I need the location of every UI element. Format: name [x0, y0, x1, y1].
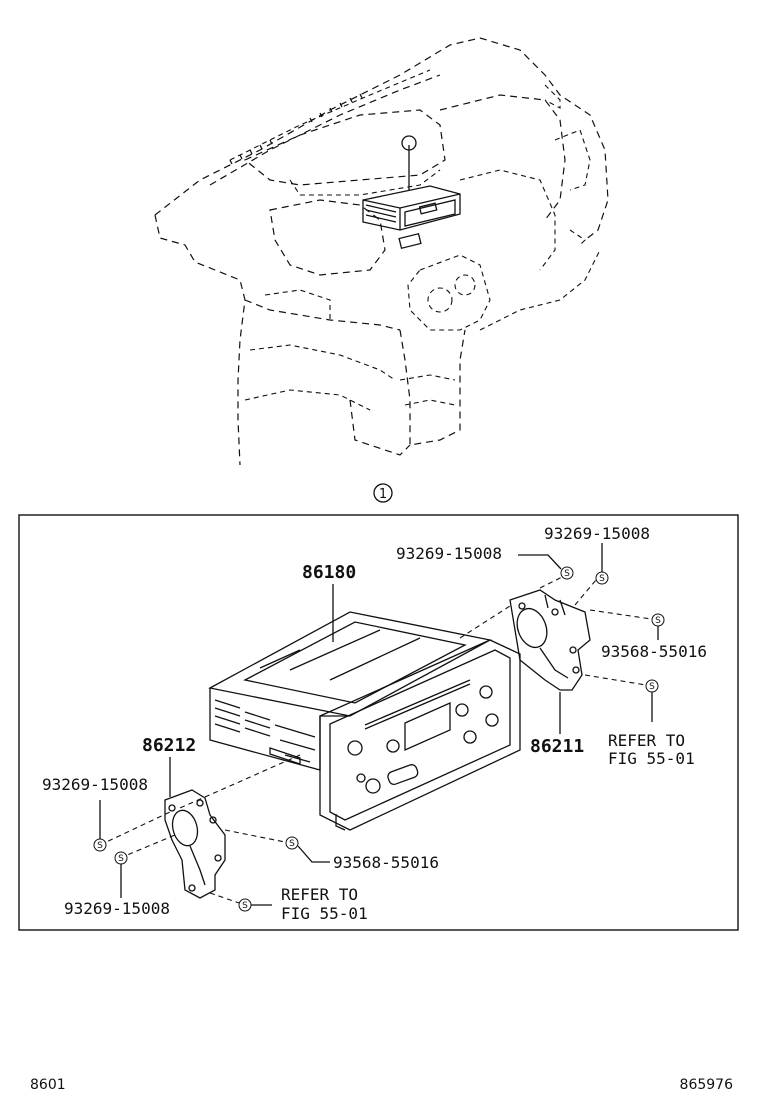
- callout-number: 1: [379, 487, 387, 502]
- detail-frame: [18, 514, 739, 931]
- part-labels: 86180 86211 86212 93269-15008 93269-1500…: [42, 524, 707, 923]
- refer-left-line1: REFER TO: [281, 885, 358, 904]
- footer-illustration-id: 865976: [680, 1077, 734, 1093]
- svg-text:S: S: [649, 682, 655, 692]
- dashboard-overview: [154, 37, 609, 466]
- refer-right-line1: REFER TO: [608, 731, 685, 750]
- svg-text:S: S: [97, 841, 103, 851]
- footer-figure-code: 8601: [30, 1077, 66, 1093]
- label-93269-15008-top-left: 93269-15008: [396, 544, 502, 563]
- label-86211: 86211: [530, 736, 584, 757]
- svg-text:S: S: [118, 854, 124, 864]
- screw-icon: S: [285, 836, 299, 850]
- screw-icon: S: [595, 571, 609, 585]
- label-93269-15008-top-right: 93269-15008: [544, 524, 650, 543]
- label-93568-55016-center: 93568-55016: [333, 853, 439, 872]
- label-93568-55016-right: 93568-55016: [601, 642, 707, 661]
- screw-icon: S: [560, 566, 574, 580]
- svg-text:S: S: [655, 616, 661, 626]
- callout-marker: 1: [373, 483, 393, 503]
- bracket-right-drawing: [509, 589, 591, 691]
- label-93269-15008-left-lower: 93269-15008: [64, 899, 170, 918]
- svg-text:S: S: [242, 901, 248, 911]
- label-93269-15008-left-upper: 93269-15008: [42, 775, 148, 794]
- audio-unit-drawing: [208, 611, 521, 831]
- leader-lines: [99, 543, 659, 906]
- vent-pattern: [214, 699, 316, 763]
- screw-icon: S: [114, 851, 128, 865]
- svg-text:S: S: [599, 574, 605, 584]
- svg-text:S: S: [564, 569, 570, 579]
- screw-symbols: S S S S S S S S: [93, 566, 665, 912]
- screw-icon: S: [93, 838, 107, 852]
- screw-icon: S: [651, 613, 665, 627]
- refer-right-line2: FIG 55-01: [608, 749, 695, 768]
- screw-icon: S: [645, 679, 659, 693]
- label-86212: 86212: [142, 735, 196, 756]
- svg-text:S: S: [289, 839, 295, 849]
- audio-unit-in-dash: [362, 185, 461, 250]
- refer-left-line2: FIG 55-01: [281, 904, 368, 923]
- bracket-left-drawing: [164, 789, 226, 899]
- label-86180: 86180: [302, 562, 356, 583]
- screw-icon: S: [238, 898, 252, 912]
